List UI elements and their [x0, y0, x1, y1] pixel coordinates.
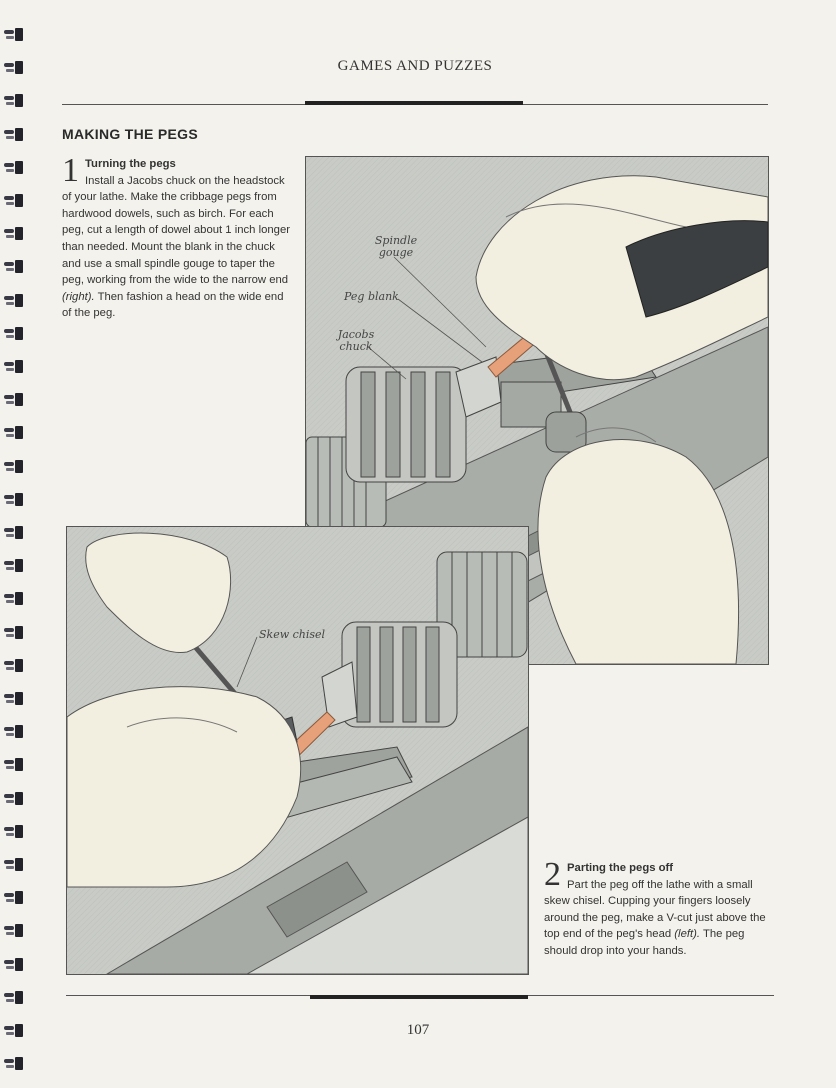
- step-1-title: Turning the pegs: [85, 158, 176, 170]
- binding-ring: [4, 1057, 24, 1071]
- binding-ring: [4, 61, 24, 75]
- step-2-text-end: The peg should drop into your hands.: [544, 928, 745, 957]
- binding-ring: [4, 626, 24, 640]
- binding-ring: [4, 1024, 24, 1038]
- step-2-emphasis: (left).: [674, 928, 701, 941]
- binding-ring: [4, 858, 24, 872]
- binding-ring: [4, 958, 24, 972]
- step-1-number: 1: [62, 152, 79, 189]
- binding-ring: [4, 592, 24, 606]
- illustration-parting-pegs: Skew chisel: [66, 526, 529, 975]
- binding-ring: [4, 924, 24, 938]
- binding-ring: [4, 493, 24, 507]
- binding-ring: [4, 194, 24, 208]
- binding-ring: [4, 94, 24, 108]
- binding-ring: [4, 426, 24, 440]
- binding-ring: [4, 28, 24, 42]
- binding-ring: [4, 792, 24, 806]
- binding-ring: [4, 692, 24, 706]
- binding-ring: [4, 327, 24, 341]
- binding-ring: [4, 161, 24, 175]
- binding-ring: [4, 526, 24, 540]
- binding-ring: [4, 659, 24, 673]
- step-2-number: 2: [544, 856, 561, 893]
- lathe-parting-drawing: [67, 527, 528, 974]
- step-2: 2 Parting the pegs off Part the peg off …: [544, 856, 766, 960]
- binding-ring: [4, 360, 24, 374]
- header-rule-accent: [305, 101, 523, 105]
- binding-ring: [4, 891, 24, 905]
- binding-ring: [4, 260, 24, 274]
- spiral-binding: [0, 0, 30, 1088]
- binding-ring: [4, 393, 24, 407]
- binding-ring: [4, 725, 24, 739]
- step-2-text: Part the peg off the lathe with a small …: [544, 878, 766, 941]
- binding-ring: [4, 460, 24, 474]
- binding-ring: [4, 559, 24, 573]
- callout-peg-blank: Peg blank: [344, 290, 399, 303]
- section-title: MAKING THE PEGS: [62, 126, 198, 142]
- step-2-title: Parting the pegs off: [567, 862, 674, 874]
- callout-spindle-gouge: Spindle gouge: [374, 234, 418, 259]
- footer-rule-accent: [310, 995, 528, 999]
- binding-ring: [4, 991, 24, 1005]
- callout-skew-chisel: Skew chisel: [259, 628, 326, 641]
- step-1-text: Install a Jacobs chuck on the headstock …: [62, 174, 290, 287]
- callout-jacobs-chuck: Jacobs chuck: [337, 328, 375, 353]
- step-1-emphasis: (right).: [62, 290, 95, 303]
- step-1-text-end: Then fashion a head on the wide end of t…: [62, 290, 284, 320]
- binding-ring: [4, 128, 24, 142]
- binding-ring: [4, 825, 24, 839]
- step-1: 1 Turning the pegs Install a Jacobs chuc…: [62, 152, 290, 322]
- binding-ring: [4, 758, 24, 772]
- binding-ring: [4, 227, 24, 241]
- running-head: GAMES AND PUZZES: [337, 58, 493, 74]
- binding-ring: [4, 294, 24, 308]
- page-number: 107: [406, 1022, 430, 1038]
